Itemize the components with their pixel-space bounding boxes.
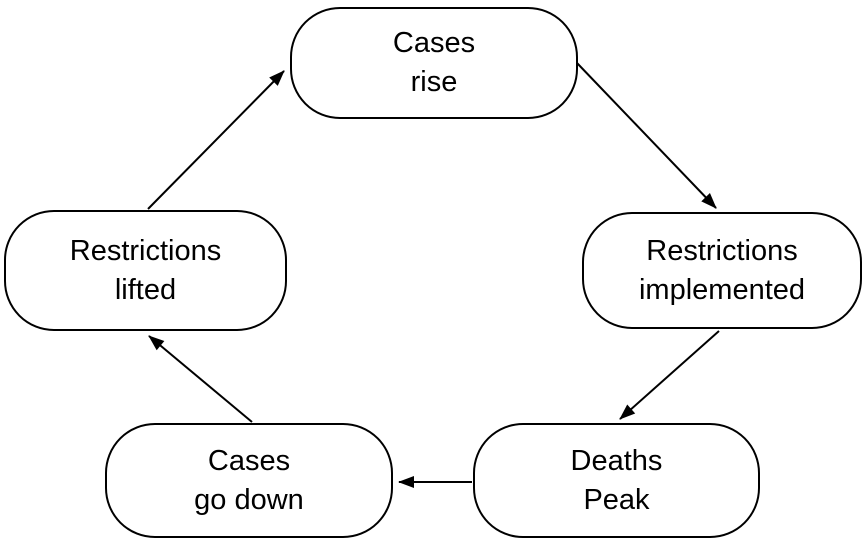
node-deaths-peak: Deaths Peak <box>473 423 760 538</box>
edge-cases-rise-to-restrictions-implemented <box>576 62 717 209</box>
node-label-line: Peak <box>583 483 650 516</box>
edge-restrictions-lifted-to-cases-rise <box>147 70 285 210</box>
node-label-line: lifted <box>114 273 177 306</box>
node-restrictions-implemented: Restrictions implemented <box>582 212 862 329</box>
node-label-line: Cases <box>207 444 291 477</box>
node-restrictions-lifted: Restrictions lifted <box>4 210 287 331</box>
node-cases-rise: Cases rise <box>290 7 578 119</box>
node-label-line: Restrictions <box>69 234 222 267</box>
edge-restrictions-implemented-to-deaths-peak <box>619 330 720 420</box>
node-label-line: go down <box>194 483 304 516</box>
node-label-line: Cases <box>392 27 476 59</box>
node-cases-go-down: Cases go down <box>105 423 393 538</box>
node-label-line: Restrictions <box>646 234 798 267</box>
edge-cases-go-down-to-restrictions-lifted <box>148 335 253 423</box>
node-label-line: rise <box>410 66 458 98</box>
node-label-line: Deaths <box>570 444 663 477</box>
node-label-line: implemented <box>638 273 806 306</box>
